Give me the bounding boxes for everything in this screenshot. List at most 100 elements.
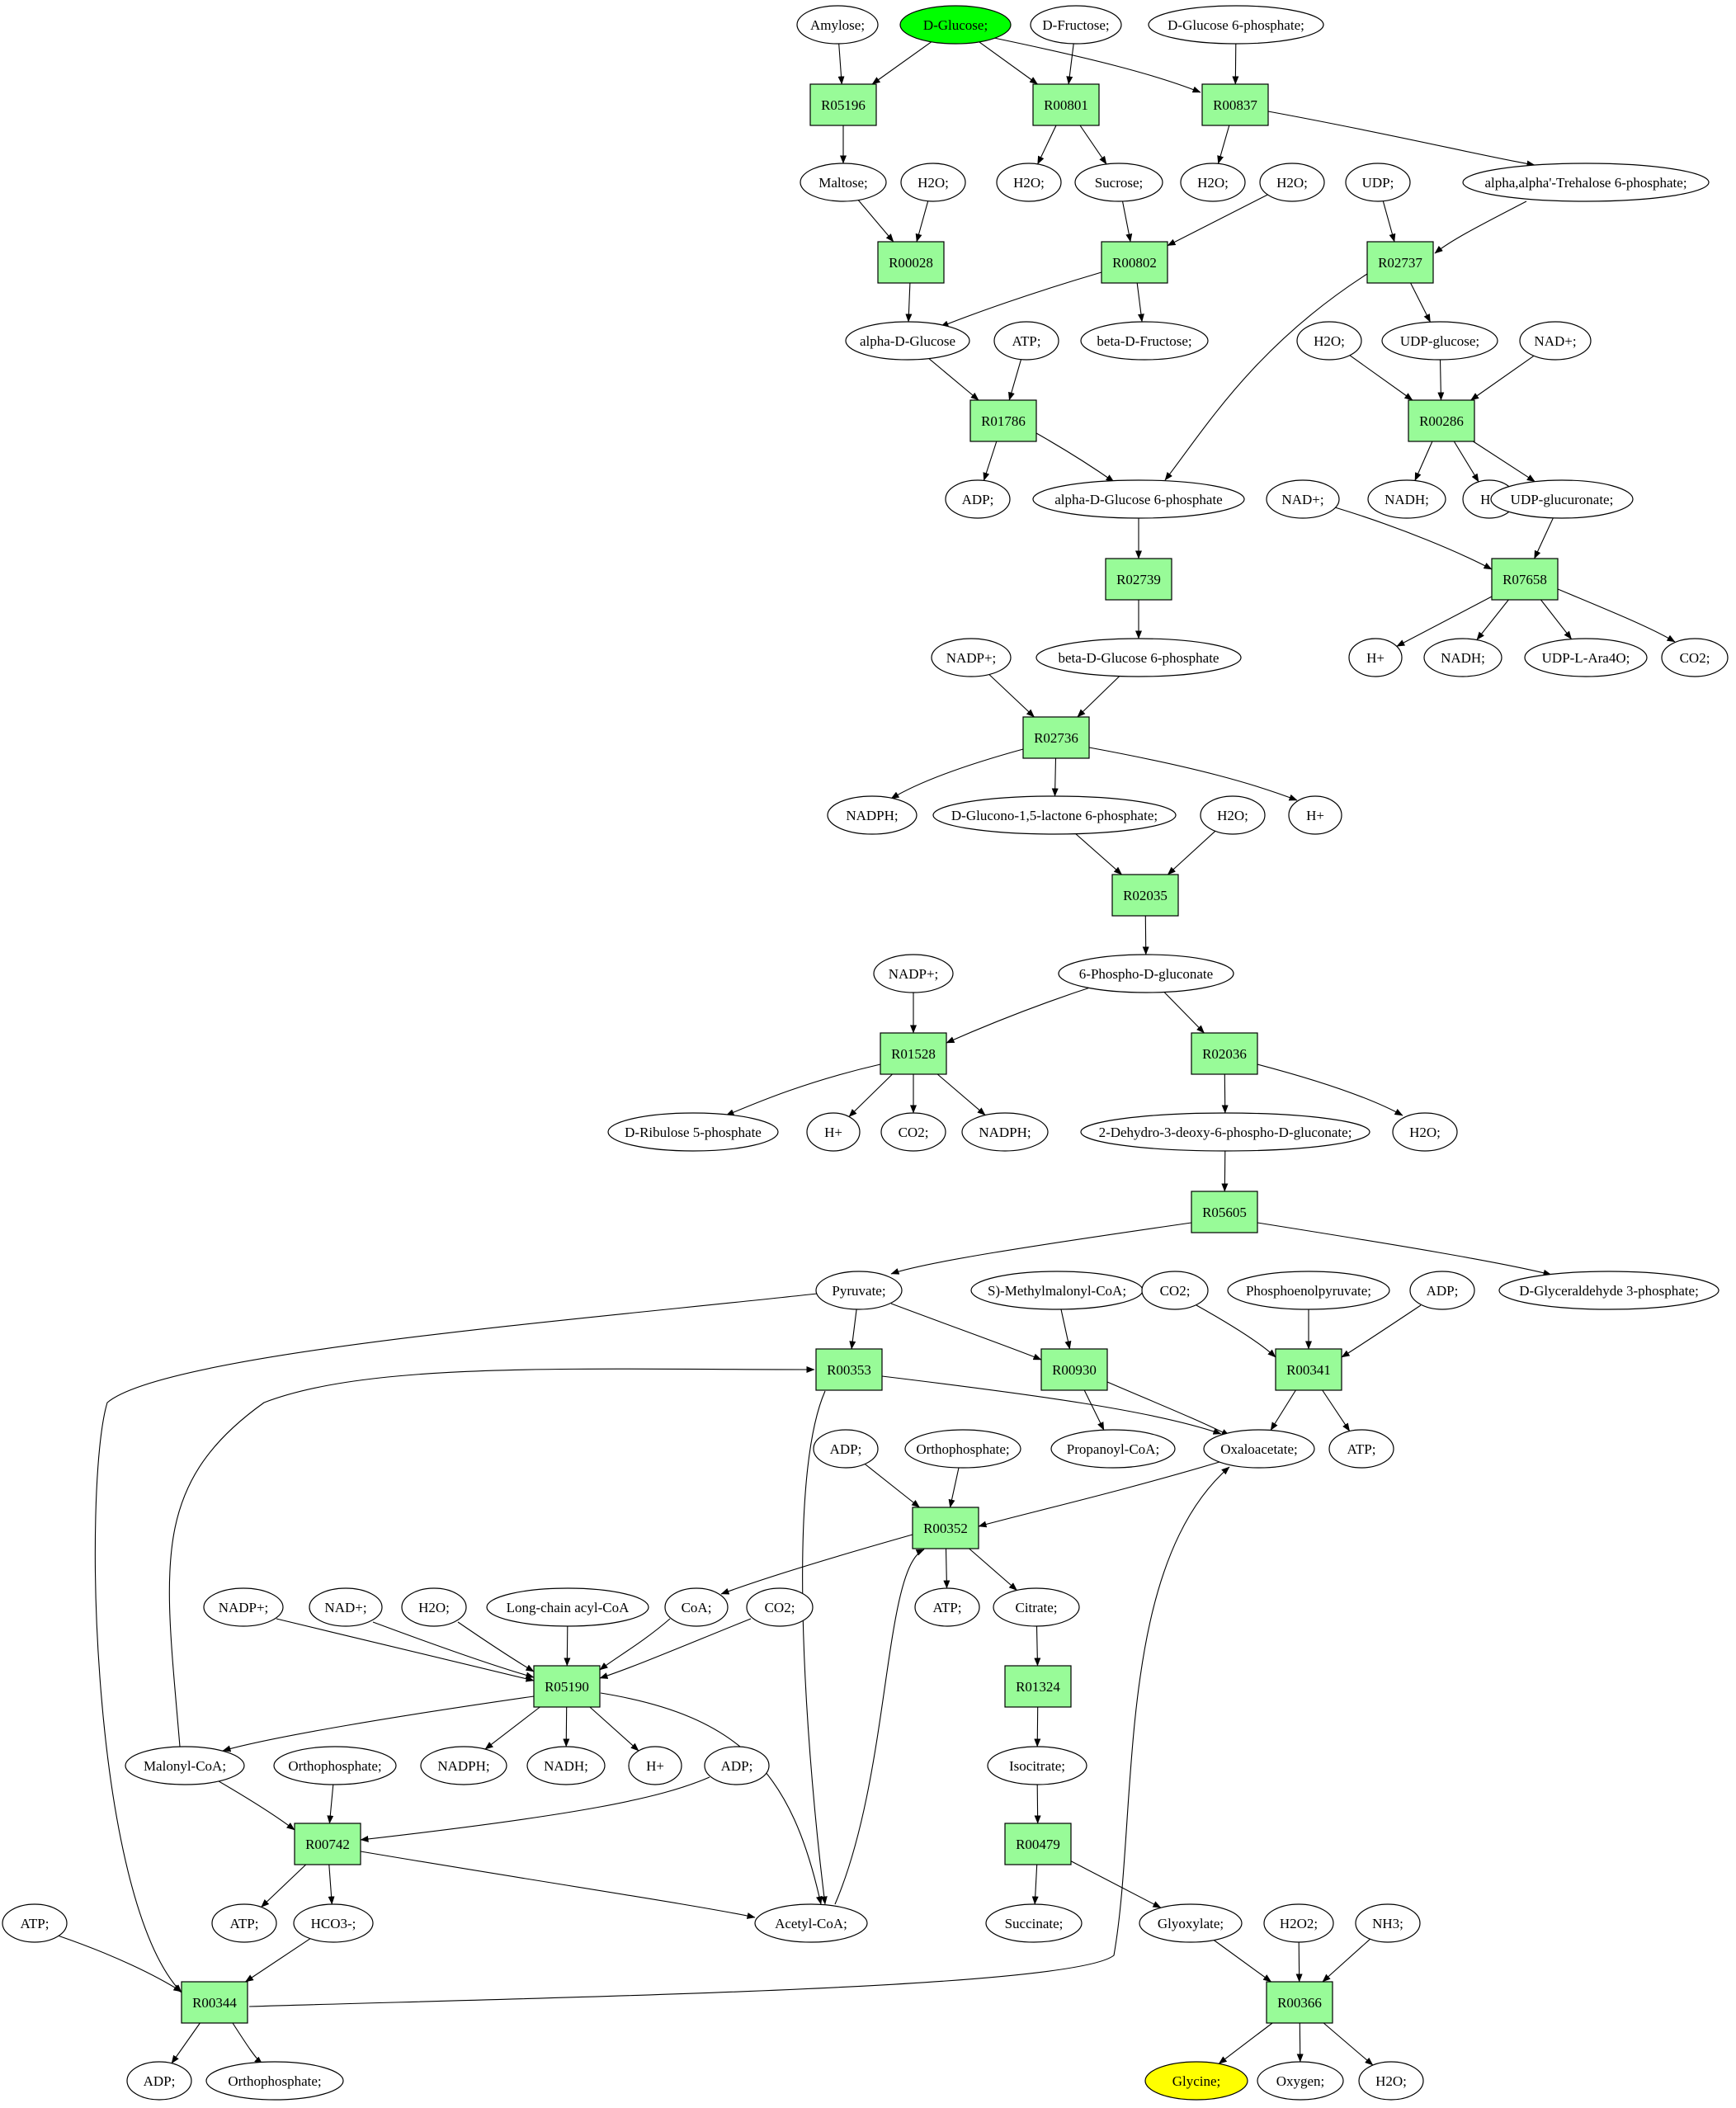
compound-node[interactable]: H2O;: [1296, 321, 1362, 361]
compound-node[interactable]: NADP+;: [873, 954, 954, 993]
compound-node[interactable]: Phosphoenolpyruvate;: [1227, 1271, 1390, 1310]
compound-node[interactable]: NADPH;: [961, 1112, 1049, 1152]
reaction-node[interactable]: R02739: [1105, 558, 1172, 601]
compound-node[interactable]: Sucrose;: [1074, 163, 1163, 202]
compound-node[interactable]: CO2;: [1141, 1271, 1209, 1310]
compound-node[interactable]: ATP;: [2, 1903, 68, 1943]
compound-node[interactable]: NAD+;: [1519, 321, 1592, 361]
compound-node[interactable]: alpha,alpha'-Trehalose 6-phosphate;: [1462, 163, 1710, 202]
compound-node[interactable]: 6-Phospho-D-gluconate: [1058, 954, 1234, 993]
compound-node[interactable]: Glycine;: [1144, 2061, 1248, 2101]
reaction-node[interactable]: R00837: [1201, 83, 1269, 126]
compound-node[interactable]: Pyruvate;: [815, 1271, 903, 1310]
compound-node[interactable]: D-Fructose;: [1030, 5, 1122, 45]
reaction-node[interactable]: R00352: [912, 1507, 979, 1549]
compound-node[interactable]: ATP;: [1328, 1429, 1394, 1469]
compound-node[interactable]: alpha-D-Glucose: [845, 321, 970, 361]
reaction-node[interactable]: R01528: [880, 1032, 947, 1075]
reaction-node[interactable]: R05190: [533, 1665, 601, 1708]
compound-node[interactable]: Maltose;: [800, 163, 887, 202]
compound-node[interactable]: Oxaloacetate;: [1203, 1429, 1315, 1469]
compound-node[interactable]: Acetyl-CoA;: [754, 1903, 868, 1943]
compound-node[interactable]: H2O;: [401, 1587, 467, 1627]
reaction-node[interactable]: R00341: [1275, 1348, 1342, 1391]
compound-node[interactable]: ADP;: [945, 479, 1011, 519]
compound-node[interactable]: NADPH;: [420, 1746, 507, 1785]
compound-node[interactable]: D-Glyceraldehyde 3-phosphate;: [1498, 1271, 1719, 1310]
compound-node[interactable]: Amylose;: [796, 5, 879, 45]
reaction-node[interactable]: R00344: [181, 1981, 248, 2024]
compound-node[interactable]: NADH;: [526, 1746, 606, 1785]
compound-node[interactable]: UDP;: [1345, 163, 1411, 202]
compound-node[interactable]: H2O;: [1200, 795, 1266, 835]
compound-node[interactable]: ADP;: [126, 2061, 192, 2101]
compound-node[interactable]: H2O;: [1392, 1112, 1458, 1152]
compound-node[interactable]: NADPH;: [827, 795, 918, 835]
compound-node[interactable]: Orthophosphate;: [273, 1746, 397, 1785]
compound-node[interactable]: Long-chain acyl-CoA: [486, 1587, 649, 1627]
reaction-node[interactable]: R00930: [1040, 1348, 1108, 1391]
compound-node[interactable]: NH3;: [1355, 1903, 1421, 1943]
compound-node[interactable]: beta-D-Glucose 6-phosphate: [1035, 638, 1242, 677]
reaction-node[interactable]: R00802: [1101, 241, 1168, 284]
compound-node[interactable]: H+: [1288, 795, 1342, 835]
compound-node[interactable]: NADH;: [1423, 638, 1502, 677]
compound-node[interactable]: NADP+;: [931, 638, 1012, 677]
compound-node[interactable]: NADH;: [1367, 479, 1446, 519]
compound-node[interactable]: UDP-L-Ara4O;: [1524, 638, 1648, 677]
reaction-node[interactable]: R00366: [1266, 1981, 1333, 2024]
compound-node[interactable]: S)-Methylmalonyl-CoA;: [970, 1271, 1144, 1310]
compound-node[interactable]: H2O;: [1259, 163, 1325, 202]
compound-node[interactable]: H+: [628, 1746, 682, 1785]
compound-node[interactable]: Orthophosphate;: [904, 1429, 1021, 1469]
reaction-node[interactable]: R01786: [969, 399, 1037, 442]
compound-node[interactable]: 2-Dehydro-3-deoxy-6-phospho-D-gluconate;: [1080, 1112, 1370, 1152]
compound-node[interactable]: NAD+;: [1266, 479, 1340, 519]
compound-node[interactable]: ATP;: [914, 1587, 980, 1627]
compound-node[interactable]: ADP;: [1409, 1271, 1475, 1310]
compound-node[interactable]: ADP;: [704, 1746, 770, 1785]
compound-node[interactable]: D-Glucose 6-phosphate;: [1148, 5, 1324, 45]
compound-node[interactable]: Succinate;: [985, 1903, 1083, 1943]
reaction-node[interactable]: R02035: [1111, 874, 1179, 917]
reaction-node[interactable]: R00479: [1004, 1823, 1072, 1865]
reaction-node[interactable]: R00028: [877, 241, 945, 284]
compound-node[interactable]: Glyoxylate;: [1139, 1903, 1243, 1943]
compound-node[interactable]: H2O2;: [1263, 1903, 1334, 1943]
compound-node[interactable]: alpha-D-Glucose 6-phosphate: [1032, 479, 1245, 519]
compound-node[interactable]: Malonyl-CoA;: [125, 1746, 245, 1785]
reaction-node[interactable]: R05605: [1191, 1191, 1258, 1233]
compound-node[interactable]: Citrate;: [993, 1587, 1080, 1627]
compound-node[interactable]: D-Ribulose 5-phosphate: [607, 1112, 779, 1152]
reaction-node[interactable]: R00286: [1408, 399, 1475, 442]
compound-node[interactable]: Oxygen;: [1257, 2061, 1344, 2101]
reaction-node[interactable]: R02736: [1022, 716, 1090, 759]
compound-node[interactable]: UDP-glucose;: [1381, 321, 1498, 361]
compound-node[interactable]: ATP;: [211, 1903, 277, 1943]
compound-node[interactable]: CO2;: [746, 1587, 814, 1627]
compound-node[interactable]: D-Glucono-1,5-lactone 6-phosphate;: [932, 795, 1177, 835]
compound-node[interactable]: H2O;: [996, 163, 1062, 202]
compound-node[interactable]: CoA;: [664, 1587, 729, 1627]
compound-node[interactable]: H2O;: [1180, 163, 1246, 202]
compound-node[interactable]: CO2;: [880, 1112, 946, 1152]
compound-node[interactable]: CO2;: [1661, 638, 1729, 677]
compound-node[interactable]: beta-D-Fructose;: [1080, 321, 1209, 361]
compound-node[interactable]: UDP-glucuronate;: [1490, 479, 1634, 519]
reaction-node[interactable]: R00353: [815, 1348, 883, 1391]
compound-node[interactable]: H2O;: [1358, 2061, 1424, 2101]
reaction-node[interactable]: R07658: [1491, 558, 1559, 601]
compound-node[interactable]: HCO3-;: [293, 1903, 374, 1943]
reaction-node[interactable]: R00742: [294, 1823, 361, 1865]
compound-node[interactable]: H+: [806, 1112, 861, 1152]
compound-node[interactable]: ADP;: [813, 1429, 879, 1469]
compound-node[interactable]: NAD+;: [309, 1587, 383, 1627]
compound-node[interactable]: Orthophosphate;: [205, 2061, 344, 2101]
compound-node[interactable]: D-Glucose;: [899, 5, 1012, 45]
compound-node[interactable]: NADP+;: [203, 1587, 284, 1627]
compound-node[interactable]: ATP;: [993, 321, 1059, 361]
compound-node[interactable]: Isocitrate;: [987, 1746, 1087, 1785]
reaction-node[interactable]: R05196: [809, 83, 877, 126]
reaction-node[interactable]: R01324: [1004, 1665, 1072, 1708]
reaction-node[interactable]: R02036: [1191, 1032, 1258, 1075]
